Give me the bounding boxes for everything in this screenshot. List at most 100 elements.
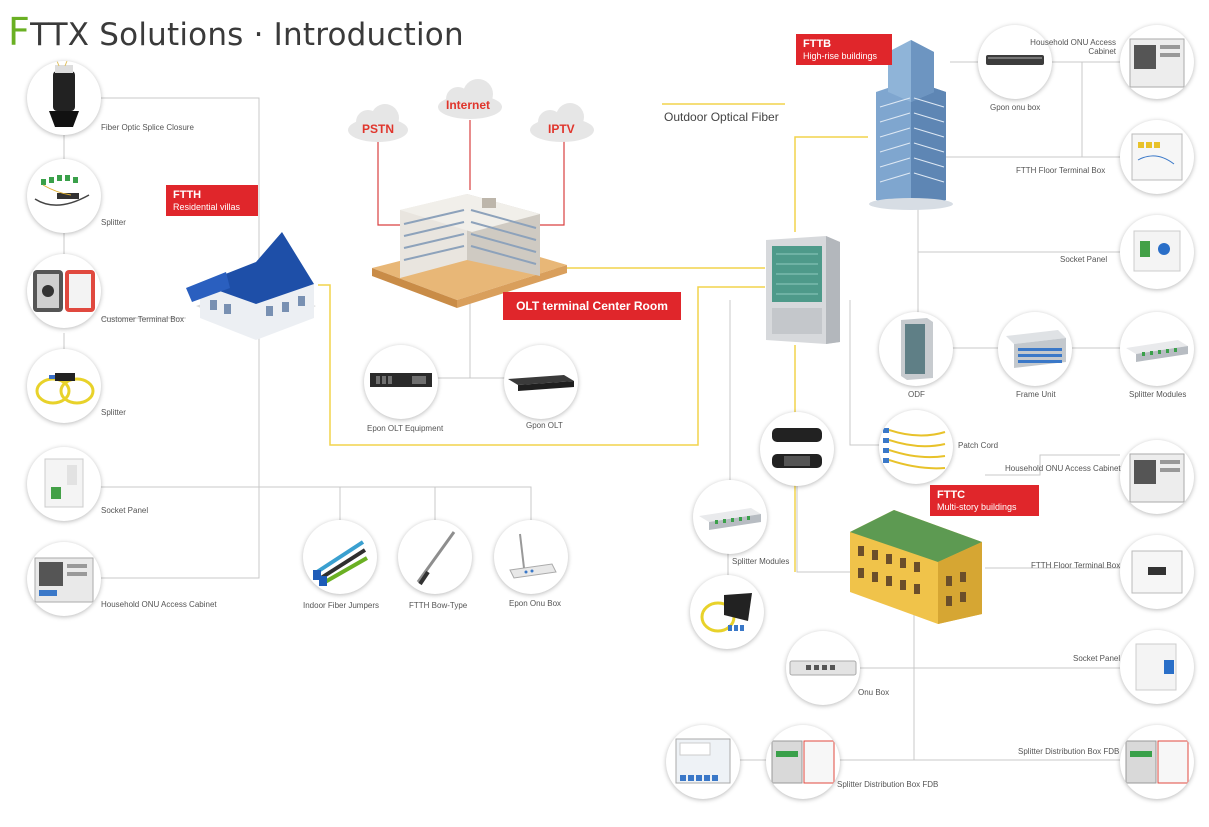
fdb-box-left-node xyxy=(666,725,740,799)
ftth-tag-subtitle: Residential villas xyxy=(173,202,241,212)
apartment-building-icon xyxy=(850,510,982,624)
bow-type-label: FTTH Bow-Type xyxy=(409,601,468,610)
skyscraper-icon xyxy=(869,40,953,210)
customer-box-label: Customer Terminal Box xyxy=(101,315,184,324)
fdb-right-label: Splitter Distribution Box FDB xyxy=(1018,747,1120,756)
terminal-box-icon xyxy=(33,270,95,312)
onu-cabinet-icon xyxy=(1129,453,1185,503)
bow-type-node xyxy=(398,520,472,594)
epon-onu-router-icon xyxy=(509,533,557,579)
floor-terminal-box-icon xyxy=(1131,133,1183,181)
odf-label: ODF xyxy=(908,390,925,399)
fdb-box-icon xyxy=(1125,740,1189,784)
top-socket-panel-node xyxy=(1120,215,1194,289)
onu-cabinet-icon xyxy=(1129,38,1185,88)
fiber-jumper-icon xyxy=(313,540,368,586)
frame-unit-icon xyxy=(1006,330,1066,368)
fbt-splitter-node xyxy=(27,349,101,423)
top-splitter-module-node xyxy=(1120,312,1194,386)
top-floor-box-node xyxy=(1120,120,1194,194)
onu-cabinet-icon xyxy=(34,557,94,603)
terminal-box-node xyxy=(27,254,101,328)
epon-onu-label: Epon Onu Box xyxy=(509,599,562,608)
gpon-onu-label: Gpon onu box xyxy=(990,103,1041,112)
odf-node xyxy=(879,312,953,386)
epon-onu-node xyxy=(494,520,568,594)
socket-panel-icon xyxy=(1135,643,1177,691)
patch-cord-icon xyxy=(883,428,946,470)
plc-splitter-icon xyxy=(34,175,90,206)
joint-closure-icon xyxy=(772,428,822,468)
fttc-tag-title: FTTC xyxy=(937,489,966,501)
bottom-onu-cabinet-node xyxy=(1120,440,1194,514)
fbt-splitter-icon xyxy=(700,593,752,633)
splice-closure-label: Fiber Optic Splice Closure xyxy=(101,123,194,132)
onu-cabinet-label: Household ONU Access Cabinet xyxy=(101,600,217,609)
frame-unit-label: Frame Unit xyxy=(1016,390,1056,399)
splice-closure-icon xyxy=(49,61,79,127)
fttc-tag: FTTC Multi-story buildings xyxy=(930,485,1039,516)
top-onu-cabinet-node xyxy=(1120,25,1194,99)
page-title: FTTX Solutions · Introduction xyxy=(8,10,464,54)
fbt-splitter-bottom-node xyxy=(690,575,764,649)
fttb-tag-subtitle: High-rise buildings xyxy=(803,51,878,61)
bottom-floor-box-node xyxy=(1120,535,1194,609)
gpon-olt-label: Gpon OLT xyxy=(526,421,563,430)
fttc-tag-subtitle: Multi-story buildings xyxy=(937,502,1017,512)
network-clouds: PSTN Internet IPTV xyxy=(348,79,594,142)
bottom-onu-cabinet-label: Household ONU Access Cabinet xyxy=(1005,464,1121,473)
bow-type-cable-icon xyxy=(416,531,456,586)
onu-box-icon xyxy=(789,660,857,676)
title-initial: F xyxy=(8,10,31,54)
gpon-olt-node xyxy=(504,345,578,419)
epon-olt-label: Epon OLT Equipment xyxy=(367,424,444,433)
top-floor-box-label: FTTH Floor Terminal Box xyxy=(1016,166,1106,175)
splitter-module-icon xyxy=(1126,340,1188,362)
gpon-onu-node xyxy=(978,25,1052,99)
fttb-tag-title: FTTB xyxy=(803,38,832,50)
socket-panel-icon xyxy=(1133,230,1181,272)
onu-cabinet-node xyxy=(27,542,101,616)
pstn-label: PSTN xyxy=(362,122,394,136)
splitter-2-label: Splitter xyxy=(101,408,126,417)
onu-box-label: Onu Box xyxy=(858,688,890,697)
villa-icon xyxy=(186,232,316,340)
patch-cord-node xyxy=(879,410,953,484)
top-onu-cabinet-label: Household ONU Access Cabinet xyxy=(1030,38,1116,56)
internet-label: Internet xyxy=(446,98,490,112)
top-socket-panel-label: Socket Panel xyxy=(1060,255,1108,264)
fdb-box-icon xyxy=(675,738,731,784)
onu-box-node xyxy=(786,631,860,705)
epon-olt-icon xyxy=(370,373,432,387)
gpon-onu-box-icon xyxy=(986,55,1044,65)
title-text: TTX Solutions · Introduction xyxy=(30,17,464,53)
odf-rack-icon xyxy=(901,318,933,380)
outdoor-cabinet-icon xyxy=(766,236,840,344)
plc-splitter-node xyxy=(27,159,101,233)
splice-closure-node xyxy=(27,61,101,135)
top-splitter-modules-label: Splitter Modules xyxy=(1129,390,1187,399)
ftth-tag: FTTH Residential villas xyxy=(166,185,258,216)
bottom-floor-box-label: FTTH Floor Terminal Box xyxy=(1031,561,1121,570)
gpon-olt-icon xyxy=(508,375,574,391)
iptv-label: IPTV xyxy=(548,122,575,136)
splitter-1-label: Splitter xyxy=(101,218,126,227)
bottom-splitter-module-node xyxy=(693,480,767,554)
fiber-jumper-node xyxy=(303,520,377,594)
fdb-box-icon xyxy=(771,740,835,784)
olt-building-icon xyxy=(372,194,567,308)
outdoor-optical-fiber-label: Outdoor Optical Fiber xyxy=(664,110,779,124)
fbt-splitter-icon xyxy=(35,373,95,405)
ftth-tag-title: FTTH xyxy=(173,189,202,201)
olt-center-room-label: OLT terminal Center Room xyxy=(503,292,681,320)
fttb-tag: FTTB High-rise buildings xyxy=(796,34,892,65)
epon-olt-node xyxy=(364,345,438,419)
fdb-left-label: Splitter Distribution Box FDB xyxy=(837,780,939,789)
bottom-splitter-modules-label: Splitter Modules xyxy=(732,557,790,566)
fdb-box-mid-node xyxy=(766,725,840,799)
socket-panel-label: Socket Panel xyxy=(101,506,149,515)
cloud-icon xyxy=(348,79,594,142)
jumpers-label: Indoor Fiber Jumpers xyxy=(303,601,380,610)
